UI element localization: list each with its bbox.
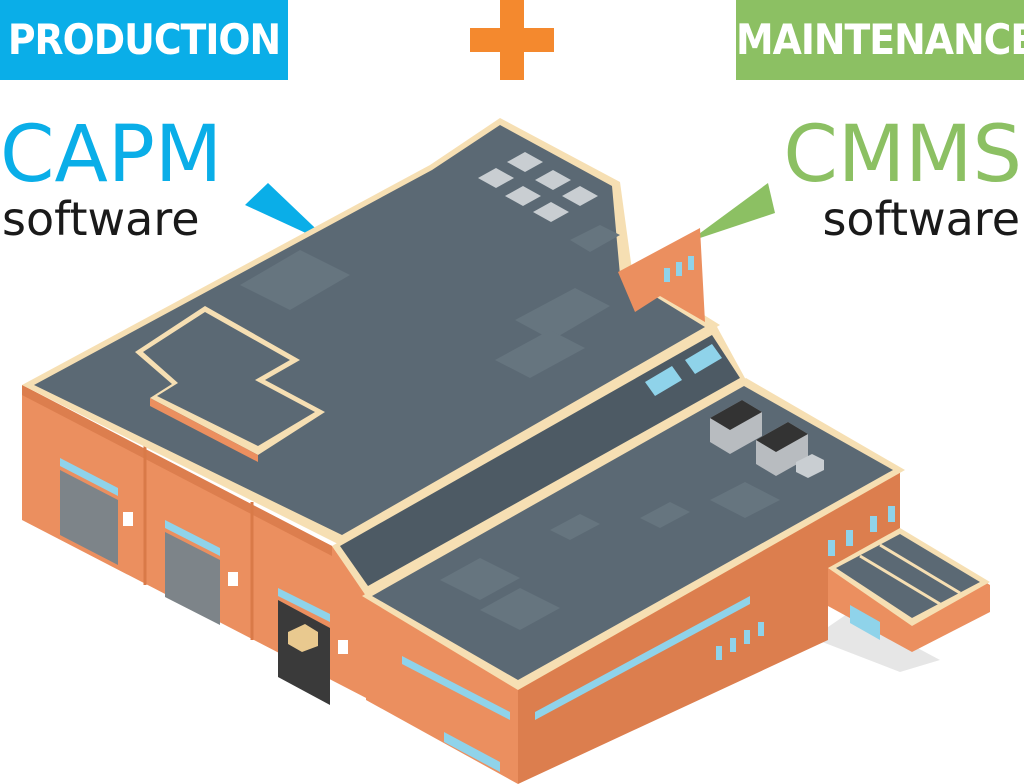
production-badge: PRODUCTION: [0, 0, 288, 80]
hvac-unit-top: [710, 400, 762, 430]
window: [870, 516, 877, 532]
window-strip: [402, 656, 510, 720]
roof-patch: [570, 225, 620, 252]
capm-subtitle: software: [2, 192, 200, 246]
roof-patch: [440, 558, 520, 600]
window: [744, 630, 750, 644]
cmms-pointer: [688, 183, 775, 242]
capm-title: CAPM: [0, 110, 223, 200]
window: [338, 640, 348, 654]
skylight: [685, 344, 722, 374]
window-strip: [278, 588, 330, 622]
roof-patch: [480, 588, 560, 630]
window: [758, 622, 764, 636]
ground-window: [444, 732, 500, 772]
roof-vent: [507, 152, 543, 172]
window: [888, 506, 895, 522]
maintenance-badge: MAINTENANCE: [736, 0, 1024, 80]
window: [716, 646, 722, 660]
roof-vent: [533, 202, 569, 222]
front-wing-side-wall: [518, 470, 900, 784]
hvac-box: [796, 454, 824, 478]
window: [846, 530, 853, 546]
window: [664, 268, 670, 282]
canopy-beam: [879, 543, 961, 595]
cmms-title: CMMS: [783, 110, 1022, 200]
main-wing-wall-shade: [22, 385, 332, 556]
roof-patch: [710, 482, 780, 518]
plus-icon-horizontal: [470, 28, 554, 52]
cmms-subtitle: software: [822, 192, 1020, 246]
window-strip: [60, 458, 118, 496]
window-strip: [165, 520, 220, 556]
roof-patch: [240, 250, 350, 310]
roof-vent: [478, 168, 514, 188]
canopy-beam: [859, 554, 941, 606]
roof-patch: [515, 288, 610, 340]
window: [676, 262, 682, 276]
garage-door: [165, 532, 220, 625]
roof-patch: [495, 330, 585, 378]
front-wing-wall: [366, 596, 518, 784]
garage-door: [60, 470, 118, 565]
window: [828, 540, 835, 556]
roof-vent: [535, 170, 571, 190]
roof-patch: [550, 514, 600, 540]
window: [228, 572, 238, 586]
window: [688, 256, 694, 270]
window-strip: [535, 596, 750, 720]
window: [123, 512, 133, 526]
roof-vent: [505, 186, 541, 206]
hvac-unit-top: [756, 422, 808, 452]
raised-roof-edge: [150, 398, 258, 462]
window: [730, 638, 736, 652]
raised-roof: [143, 312, 315, 446]
skylight: [645, 366, 682, 396]
roof-patch: [640, 502, 690, 528]
ground-shadow: [812, 612, 940, 672]
canopy-roof: [836, 534, 980, 618]
roof-vent: [562, 186, 598, 206]
connector-roof: [340, 335, 740, 586]
dock-door: [850, 605, 880, 640]
loading-dock: [278, 600, 330, 705]
annex-wall: [618, 228, 705, 322]
loading-boxes: [288, 624, 318, 652]
